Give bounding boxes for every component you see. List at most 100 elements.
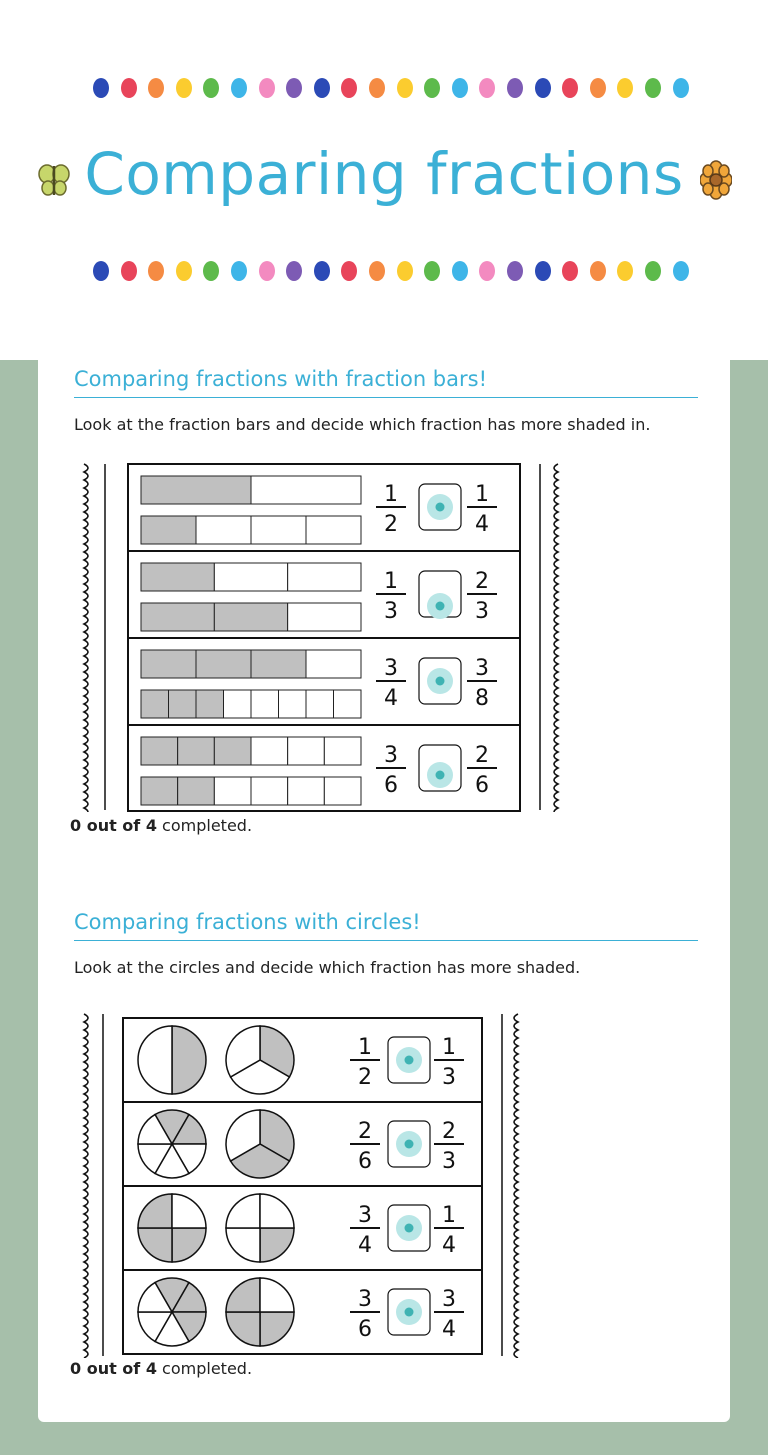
answer-box[interactable]: [418, 483, 462, 531]
bar-part-shaded: [250, 649, 307, 679]
answer-box[interactable]: [387, 1204, 431, 1252]
circle-part-shaded: [225, 1311, 261, 1347]
fraction-bar: [140, 475, 362, 505]
bar-part-shaded: [177, 776, 215, 806]
answer-radio-dot[interactable]: [435, 676, 445, 686]
decor-dot: [396, 261, 413, 281]
answer-radio-dot[interactable]: [404, 1307, 414, 1317]
bar-part-shaded: [140, 649, 197, 679]
decor-dot: [203, 78, 220, 98]
bar-part: [323, 736, 362, 766]
answer-radio-dot[interactable]: [404, 1139, 414, 1149]
bar-part: [287, 776, 325, 806]
answer-radio-dot[interactable]: [435, 770, 445, 780]
fraction-circle: [137, 1109, 207, 1179]
fraction-left: 34: [376, 656, 406, 711]
answer-radio-dot[interactable]: [404, 1055, 414, 1065]
border-squiggle: [513, 1013, 520, 1358]
fraction-denominator: 2: [384, 512, 398, 537]
answer-box[interactable]: [418, 744, 462, 792]
fraction-numerator: 1: [358, 1035, 372, 1060]
fraction-denominator: 6: [358, 1317, 372, 1342]
bar-part: [250, 515, 307, 545]
fraction-left: 34: [350, 1203, 380, 1258]
decor-dot: [258, 78, 275, 98]
bar-part-shaded: [140, 475, 252, 505]
fraction-bar: [140, 649, 362, 679]
progress-text-bars: 0 out of 4 completed.: [70, 816, 252, 835]
decor-dot: [562, 261, 579, 281]
fraction-bar: [140, 602, 362, 632]
answer-radio-dot[interactable]: [404, 1223, 414, 1233]
answer-radio-dot[interactable]: [435, 502, 445, 512]
circle-part-shaded: [229, 1143, 291, 1179]
decor-dot: [313, 261, 330, 281]
fraction-denominator: 6: [358, 1149, 372, 1174]
bar-part: [195, 515, 252, 545]
dot-row-top: [93, 78, 689, 98]
decor-dot: [424, 261, 441, 281]
answer-radio-dot[interactable]: [435, 601, 445, 611]
fraction-denominator: 4: [442, 1317, 456, 1342]
bar-part: [213, 776, 252, 806]
progress-count: 0 out of 4: [70, 1359, 157, 1378]
section-title-circles: Comparing fractions with circles!: [74, 910, 698, 941]
progress-count: 0 out of 4: [70, 816, 157, 835]
fraction-bar: [140, 562, 362, 592]
fraction-right: 34: [434, 1287, 464, 1342]
bar-part: [250, 689, 279, 719]
fraction-numerator: 3: [358, 1287, 372, 1312]
bar-part-shaded: [213, 602, 289, 632]
decor-dot: [479, 78, 496, 98]
flower-icon: [700, 160, 732, 200]
decor-dot: [562, 78, 579, 98]
fraction-numerator: 2: [475, 743, 489, 768]
decor-dot: [148, 261, 165, 281]
fraction-denominator: 3: [442, 1065, 456, 1090]
fraction-denominator: 3: [475, 599, 489, 624]
bar-part: [305, 689, 334, 719]
border-squiggle: [82, 1013, 89, 1358]
fraction-numerator: 1: [384, 482, 398, 507]
section-title-bars: Comparing fractions with fraction bars!: [74, 367, 698, 398]
circle-part-shaded: [171, 1227, 207, 1263]
answer-box[interactable]: [418, 570, 462, 619]
circle-part: [229, 1059, 291, 1095]
decor-dot: [534, 261, 551, 281]
fraction-numerator: 1: [442, 1203, 456, 1228]
fraction-denominator: 2: [358, 1065, 372, 1090]
fraction-circle: [137, 1025, 207, 1095]
circle-part-shaded: [137, 1193, 173, 1229]
fraction-denominator: 4: [442, 1233, 456, 1258]
fraction-numerator: 1: [384, 569, 398, 594]
answer-box[interactable]: [387, 1036, 431, 1084]
answer-box[interactable]: [418, 657, 462, 705]
decor-dot: [589, 261, 606, 281]
bar-part-shaded: [195, 689, 224, 719]
fraction-left: 12: [376, 482, 406, 537]
fraction-bar: [140, 776, 362, 806]
decor-dot: [396, 78, 413, 98]
bar-part: [305, 649, 362, 679]
answer-box[interactable]: [387, 1288, 431, 1336]
section-description-circles: Look at the circles and decide which fra…: [74, 958, 581, 977]
decor-dot: [645, 261, 661, 281]
progress-suffix: completed.: [156, 1359, 253, 1378]
fraction-left: 36: [376, 743, 406, 798]
bar-part-shaded: [168, 689, 197, 719]
fraction-numerator: 1: [442, 1035, 456, 1060]
fraction-bar: [140, 736, 362, 766]
fraction-right: 38: [467, 656, 497, 711]
fraction-left: 13: [376, 569, 406, 624]
bar-part: [287, 562, 362, 592]
circle-part: [259, 1193, 295, 1229]
circle-part: [225, 1109, 261, 1163]
decor-dot: [369, 78, 385, 98]
fraction-denominator: 3: [384, 599, 398, 624]
bar-part-shaded: [140, 776, 179, 806]
decor-dot: [589, 78, 606, 98]
answer-box[interactable]: [387, 1120, 431, 1168]
decor-dot: [175, 78, 192, 98]
decor-dot: [617, 261, 634, 281]
